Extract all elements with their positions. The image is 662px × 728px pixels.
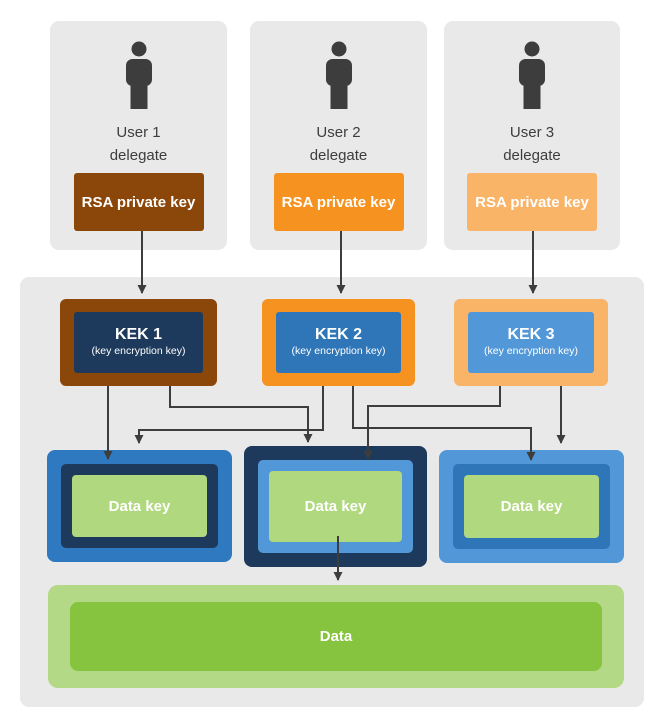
user-panel-2: User 2 delegate RSA private key <box>250 21 427 250</box>
user-panel-1: User 1 delegate RSA private key <box>50 21 227 250</box>
user-name-line: User 2 <box>316 124 361 141</box>
kek-1-inner: KEK 1 (key encryption key) <box>74 312 203 373</box>
data-key-label: Data key <box>72 475 207 537</box>
kek-3-inner: KEK 3 (key encryption key) <box>468 312 594 373</box>
person-icon <box>125 41 152 109</box>
person-icon <box>325 41 352 109</box>
rsa-private-key-3: RSA private key <box>467 173 597 231</box>
kek-2-inner: KEK 2 (key encryption key) <box>276 312 401 373</box>
kek-title: KEK 1 <box>114 325 163 343</box>
data-key-2-mid: Data key <box>258 460 413 553</box>
user-label: User 1 delegate <box>50 121 227 168</box>
data-key-1: Data key <box>47 450 232 562</box>
data-key-3: Data key <box>439 450 624 563</box>
rsa-private-key-1: RSA private key <box>73 173 204 231</box>
user-role-line: delegate <box>503 147 561 165</box>
kek-subtitle: (key encryption key) <box>484 345 578 358</box>
user-label: User 3 delegate <box>444 121 620 168</box>
kek-subtitle: (key encryption key) <box>91 345 186 358</box>
kek-1: KEK 1 (key encryption key) <box>60 299 217 386</box>
data-key-label: Data key <box>269 471 402 542</box>
data-key-label: Data key <box>464 475 599 538</box>
user-name-line: User 1 <box>116 124 161 141</box>
kek-2: KEK 2 (key encryption key) <box>262 299 415 386</box>
rsa-private-key-2: RSA private key <box>273 173 404 231</box>
user-role-line: delegate <box>309 147 368 165</box>
data-box: Data <box>48 585 624 688</box>
data-key-2: Data key <box>244 446 427 567</box>
user-label: User 2 delegate <box>250 121 427 168</box>
kek-title: KEK 2 <box>314 325 363 343</box>
user-panel-3: User 3 delegate RSA private key <box>444 21 620 250</box>
kek-title: KEK 3 <box>507 325 555 343</box>
data-key-3-mid: Data key <box>453 464 610 549</box>
data-key-1-mid: Data key <box>61 464 218 548</box>
kek-subtitle: (key encryption key) <box>291 345 386 358</box>
data-box-label: Data <box>70 602 602 671</box>
kek-3: KEK 3 (key encryption key) <box>454 299 608 386</box>
user-role-line: delegate <box>109 147 168 165</box>
user-name-line: User 3 <box>509 124 555 141</box>
person-icon <box>519 41 545 109</box>
